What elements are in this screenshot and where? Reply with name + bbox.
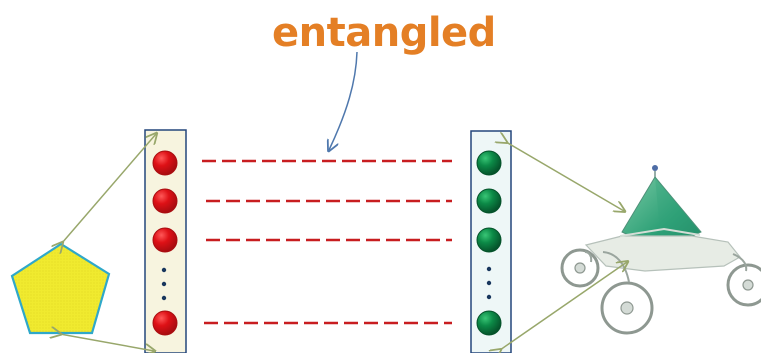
right-node-4	[476, 310, 502, 336]
left-ellipsis-dot-1	[161, 267, 167, 273]
right-node-3	[476, 227, 502, 253]
robot-wheel-front-hub	[620, 301, 634, 315]
robot-rover-icon	[560, 165, 761, 335]
right-top-connector	[506, 142, 624, 211]
left-bottom-connector	[60, 334, 154, 351]
left-top-connector	[62, 134, 156, 243]
left-node-3	[152, 227, 178, 253]
robot-wheel-right-hub	[742, 279, 754, 291]
right-ellipsis-dot-2	[486, 280, 492, 286]
right-bottom-connector	[500, 262, 627, 350]
robot-wheel-left-hub	[574, 262, 586, 274]
right-ellipsis-dot-3	[486, 294, 492, 300]
robot-wheel-right	[726, 263, 761, 307]
right-node-2	[476, 188, 502, 214]
yellow-pentagon	[10, 242, 111, 335]
right-node-1	[476, 150, 502, 176]
right-qubit-column	[470, 130, 512, 353]
title-arrow	[329, 51, 358, 150]
left-node-2	[152, 188, 178, 214]
left-node-4	[152, 310, 178, 336]
diagram-title: entangled	[272, 10, 496, 56]
robot-right-strut	[732, 253, 748, 272]
right-connectors	[500, 142, 627, 350]
left-ellipsis-dot-3	[161, 295, 167, 301]
pentagon-shape	[10, 242, 111, 335]
left-qubit-column	[144, 129, 187, 353]
robot-top-dot	[652, 165, 658, 171]
entanglement-links	[202, 159, 452, 325]
robot-top-rail	[619, 227, 701, 237]
left-connectors	[60, 134, 156, 351]
right-ellipsis-dot-1	[486, 266, 492, 272]
left-node-1	[152, 150, 178, 176]
left-ellipsis-dot-2	[161, 281, 167, 287]
